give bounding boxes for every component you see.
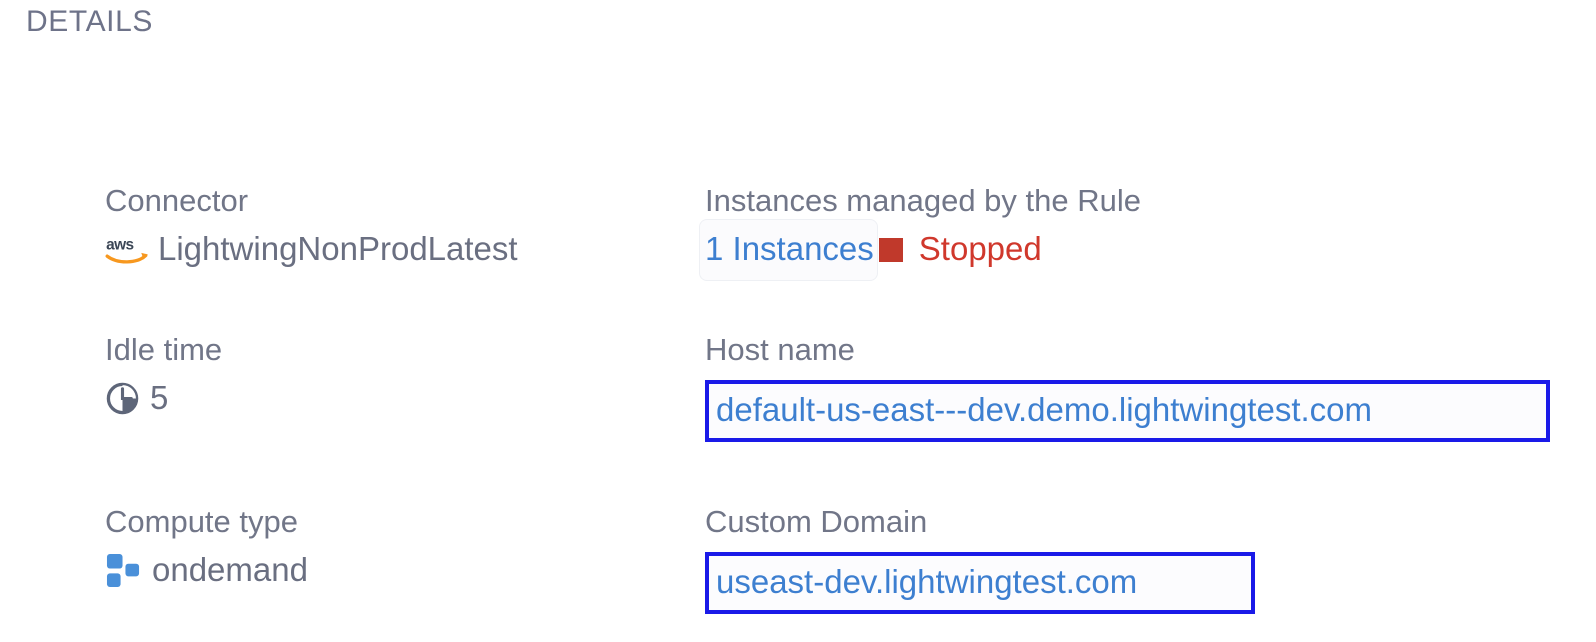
details-row: Idle time 5 Host name default-us-east---… bbox=[105, 331, 1565, 442]
instances-label: Instances managed by the Rule bbox=[705, 183, 1141, 218]
details-grid: Connector aws LightwingNonProdLatest Ins… bbox=[105, 182, 1565, 614]
details-row: Compute type ondemand Custom Domain usea… bbox=[105, 503, 1565, 614]
compute-type-label: Compute type bbox=[105, 504, 298, 539]
idle-time-value: 5 bbox=[150, 379, 169, 416]
instances-chip[interactable]: 1 Instances bbox=[700, 220, 877, 280]
host-name-value-row: default-us-east---dev.demo.lightwingtest… bbox=[705, 380, 1565, 442]
stopped-square-icon bbox=[878, 238, 903, 262]
compute-type-value: ondemand bbox=[152, 551, 308, 588]
connector-value-row: aws LightwingNonProdLatest bbox=[105, 228, 705, 270]
field-instances: Instances managed by the Rule 1 Instance… bbox=[700, 182, 1565, 280]
custom-domain-value-row: useast-dev.lightwingtest.com bbox=[705, 552, 1565, 614]
connector-label: Connector bbox=[105, 183, 249, 218]
page-title: DETAILS bbox=[26, 5, 154, 38]
details-row: Connector aws LightwingNonProdLatest Ins… bbox=[105, 182, 1565, 280]
idle-time-label: Idle time bbox=[105, 332, 223, 367]
clock-icon bbox=[106, 382, 139, 414]
compute-type-value-row: ondemand bbox=[105, 549, 705, 591]
compute-blocks-icon bbox=[106, 553, 140, 587]
aws-logo-icon: aws bbox=[105, 237, 148, 264]
status-badge: Stopped bbox=[918, 230, 1042, 267]
instances-link[interactable]: 1 Instances bbox=[705, 230, 874, 267]
custom-domain-link[interactable]: useast-dev.lightwingtest.com bbox=[705, 552, 1255, 614]
field-custom-domain: Custom Domain useast-dev.lightwingtest.c… bbox=[705, 503, 1565, 614]
instances-value-row: 1 Instances Stopped bbox=[700, 220, 1565, 280]
field-host-name: Host name default-us-east---dev.demo.lig… bbox=[705, 331, 1565, 442]
host-name-label: Host name bbox=[705, 332, 855, 367]
field-compute-type: Compute type ondemand bbox=[105, 503, 705, 591]
connector-name: LightwingNonProdLatest bbox=[158, 230, 518, 267]
idle-time-value-row: 5 bbox=[105, 377, 705, 419]
custom-domain-label: Custom Domain bbox=[705, 504, 928, 539]
host-name-link[interactable]: default-us-east---dev.demo.lightwingtest… bbox=[705, 380, 1550, 442]
field-connector: Connector aws LightwingNonProdLatest bbox=[105, 182, 705, 270]
field-idle-time: Idle time 5 bbox=[105, 331, 705, 419]
svg-text:aws: aws bbox=[106, 237, 133, 254]
